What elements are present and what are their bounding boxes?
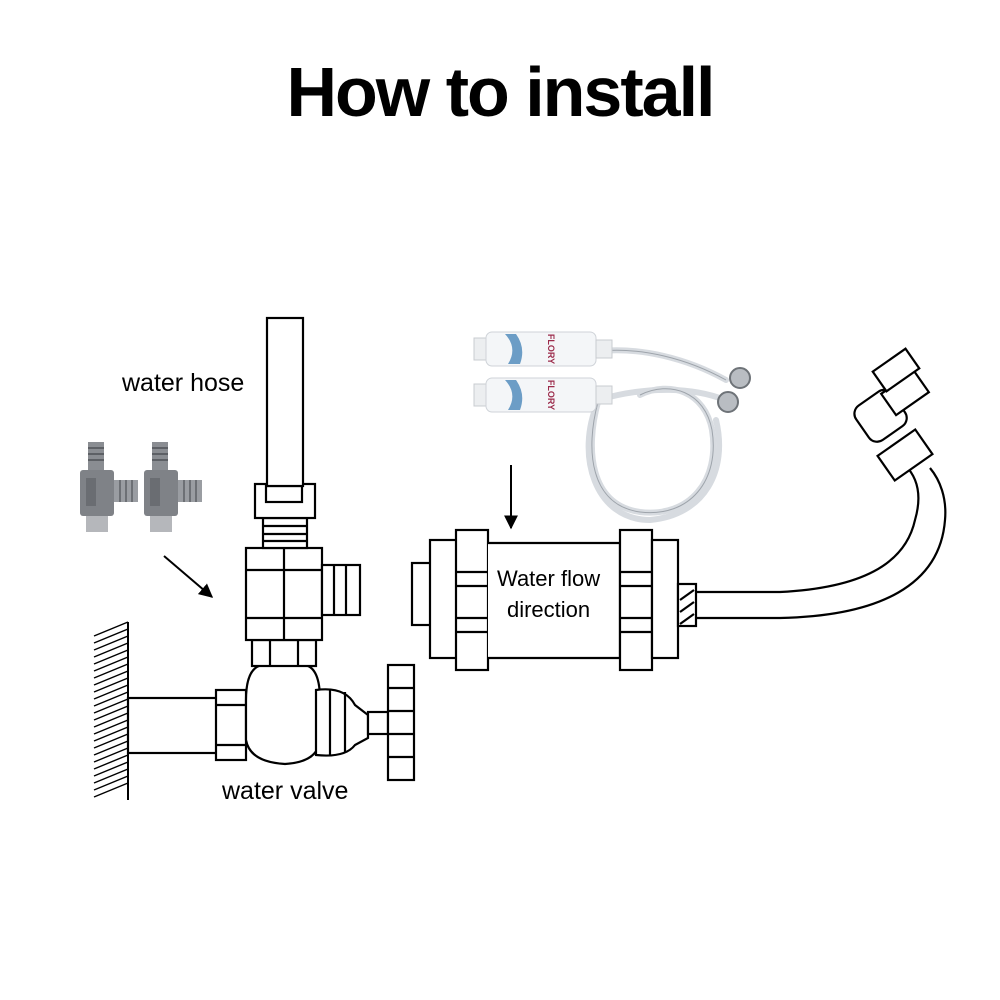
water-valve-drawing xyxy=(126,316,416,782)
page-title: How to install xyxy=(286,53,716,131)
water-flow-direction-label: Water flow direction xyxy=(497,563,600,625)
brand-label: FLORY xyxy=(546,380,556,410)
hatch-line xyxy=(93,726,129,742)
elbow-fitting-drawing xyxy=(853,347,934,483)
flexible-hose-drawing xyxy=(696,464,947,620)
hatch-line xyxy=(93,635,129,651)
filter-product-photo: FLORY FLORY xyxy=(473,331,751,524)
hatch-line xyxy=(93,754,129,770)
hatch-line xyxy=(93,768,129,784)
hatch-line xyxy=(93,747,129,763)
hatch-line xyxy=(93,775,129,791)
water-valve-label: water valve xyxy=(222,777,349,805)
hatch-line xyxy=(93,642,129,658)
hatch-line xyxy=(93,677,129,693)
hatch-line xyxy=(93,719,129,735)
hatch-line xyxy=(93,691,129,707)
hatch-line xyxy=(93,621,129,637)
tee-fitting-photo xyxy=(80,441,203,533)
hatch-line xyxy=(93,740,129,756)
hatch-line xyxy=(93,761,129,777)
water-hose-label: water hose xyxy=(122,369,245,397)
hatch-line xyxy=(93,698,129,714)
hatch-line xyxy=(93,712,129,728)
hatch-line xyxy=(93,684,129,700)
flow-label-line-1: Water flow xyxy=(497,566,601,591)
brand-label: FLORY xyxy=(546,334,556,364)
inline-filter-drawing xyxy=(410,528,698,672)
hatch-line xyxy=(93,705,129,721)
hatch-line xyxy=(93,656,129,672)
hatch-line xyxy=(93,733,129,749)
hatch-line xyxy=(93,628,129,644)
wall-hatch-icon xyxy=(93,621,129,800)
arrow-icon xyxy=(163,555,214,598)
hatch-line xyxy=(93,782,129,798)
hatch-line xyxy=(93,663,129,679)
hatch-line xyxy=(93,670,129,686)
hatch-line xyxy=(93,649,129,665)
flow-label-line-2: direction xyxy=(506,597,591,622)
